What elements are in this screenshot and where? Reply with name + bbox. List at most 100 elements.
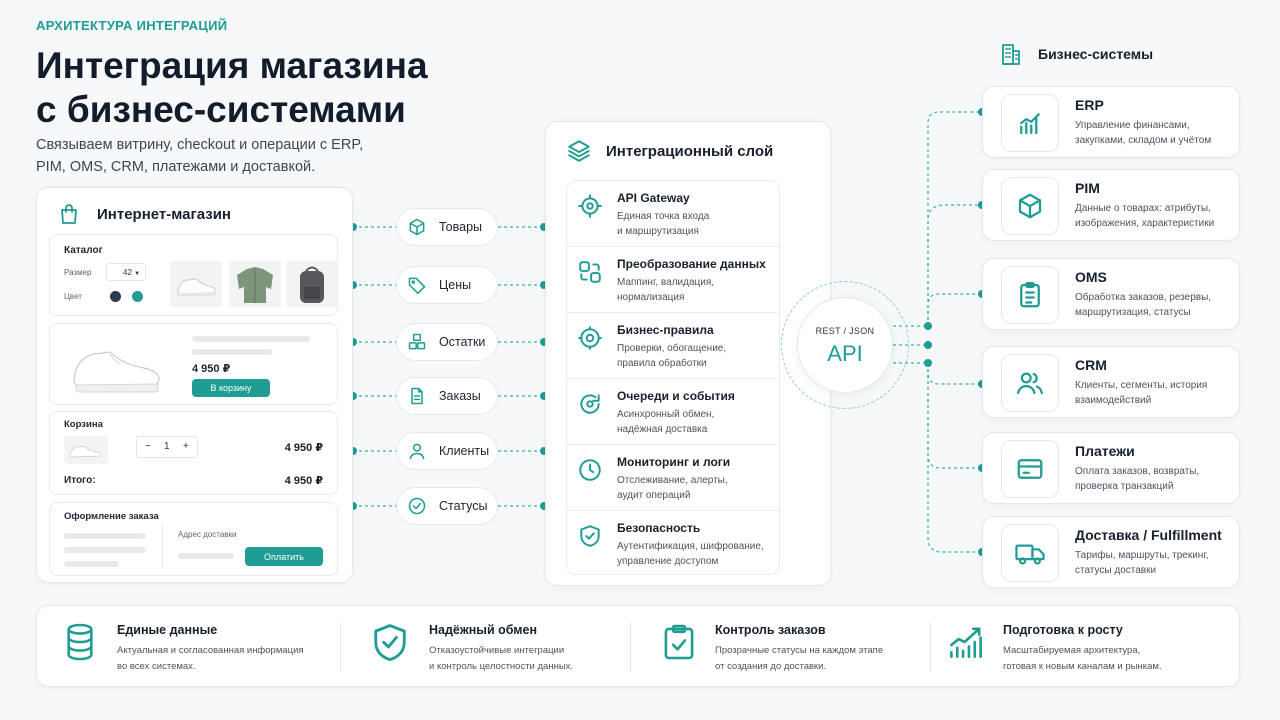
flow-pill-label: Заказы (439, 389, 481, 403)
clipboard-check-icon (663, 622, 695, 662)
truck-icon (1001, 524, 1059, 582)
layer-item-title: Мониторинг и логи (617, 455, 731, 469)
page-title: Интеграция магазина с бизнес-системами (36, 44, 496, 132)
tag-icon (407, 275, 427, 295)
catalog-title: Каталог (64, 245, 103, 256)
flow-pill-label: Статусы (439, 499, 488, 513)
layers-icon (566, 138, 592, 164)
system-card-payments: Платежи Оплата заказов, возвраты,проверк… (982, 432, 1240, 504)
flow-pill-stock: Остатки (396, 323, 498, 361)
growth-chart-icon (947, 622, 985, 662)
product-thumb-backpack[interactable] (286, 261, 338, 307)
page-title-line: Интеграция магазина (36, 45, 428, 86)
desc-line: Проверки, обогащение, (617, 343, 727, 354)
desc-line: от создания до доставки. (715, 661, 827, 672)
database-icon (63, 622, 97, 662)
cube-icon (407, 217, 427, 237)
vertical-divider (162, 525, 163, 569)
crosshair-icon (577, 193, 603, 219)
api-protocol: REST / JSON (815, 326, 875, 336)
cart-total-label: Итого: (64, 475, 96, 486)
user-icon (407, 441, 427, 461)
flow-pill-label: Товары (439, 220, 482, 234)
address-input-placeholder[interactable] (178, 553, 234, 559)
api-ring (781, 281, 909, 409)
product-thumb-jacket[interactable] (229, 261, 281, 307)
layer-item-security: Безопасность Аутентификация, шифрование,… (567, 511, 781, 577)
transform-icon (577, 259, 603, 285)
desc-line: Масштабируемая архитектура, (1003, 645, 1141, 656)
desc-line: Клиенты, сегменты, история (1075, 380, 1208, 391)
benefit-title: Контроль заказов (715, 623, 826, 637)
layer-item-desc: Проверки, обогащение, правила обработки (617, 341, 782, 371)
quantity-value: 1 (164, 441, 170, 452)
layer-item-title: Безопасность (617, 521, 701, 535)
connector-dot (540, 281, 548, 289)
system-title: PIM (1075, 180, 1100, 196)
flow-pill-prices: Цены (396, 266, 498, 304)
title-placeholder (192, 336, 310, 342)
desc-line: взаимодействий (1075, 395, 1152, 406)
system-card-delivery: Доставка / Fulfillment Тарифы, маршруты,… (982, 516, 1240, 588)
layer-item-title: Преобразование данных (617, 257, 766, 271)
page-subtitle: Связываем витрину, checkout и операции с… (36, 134, 366, 178)
layer-item-queues: Очереди и события Асинхронный обмен,надё… (567, 379, 781, 445)
cart-total-value: 4 950 ₽ (284, 475, 323, 487)
decrease-quantity-button[interactable]: − (145, 441, 151, 452)
system-desc: Тарифы, маршруты, трекинг,статусы достав… (1075, 548, 1235, 578)
desc-line: маршрутизация, статусы (1075, 307, 1191, 318)
connector-dot (924, 322, 932, 330)
size-select[interactable]: 42 ▼ (106, 263, 146, 281)
business-systems-header: Бизнес-системы (1000, 42, 1153, 66)
desc-line: и маршрутизация (617, 226, 699, 237)
layer-item-desc: Аутентификация, шифрование, управление до… (617, 539, 782, 569)
layer-item-title: Очереди и события (617, 389, 735, 403)
address-label: Адрес доставки (178, 530, 237, 539)
color-swatch-navy[interactable] (110, 291, 121, 302)
desc-line: закупками, складом и учётом (1075, 135, 1212, 146)
desc-line: Прозрачные статусы на каждом этапе (715, 645, 884, 656)
connector-dot (349, 338, 357, 346)
desc-line: правила обработки (617, 358, 707, 369)
store-header: Интернет-магазин (57, 202, 231, 226)
checkout-field-placeholder (64, 533, 146, 539)
integration-layer-card: Интеграционный слой API Gateway Единая т… (545, 121, 831, 586)
increase-quantity-button[interactable]: + (183, 441, 189, 452)
desc-line: статусы доставки (1075, 565, 1157, 576)
desc-line: управление доступом (617, 556, 719, 567)
desc-line: Единая точка входа (617, 211, 710, 222)
connector-dot (349, 447, 357, 455)
desc-line: во всех системах. (117, 661, 196, 672)
system-desc: Обработка заказов, резервы,маршрутизация… (1075, 290, 1235, 320)
product-thumb-sneaker[interactable] (170, 261, 222, 307)
benefit-divider (930, 622, 931, 672)
clock-icon (577, 457, 603, 483)
benefit-title: Подготовка к росту (1003, 623, 1123, 637)
cart-panel: Корзина − 1 + 4 950 ₽ Итого: 4 950 ₽ (49, 411, 338, 495)
layer-item-desc: Асинхронный обмен,надёжная доставка (617, 407, 782, 437)
desc-line: Данные о товарах: атрибуты, (1075, 203, 1211, 214)
pay-button[interactable]: Оплатить (245, 547, 323, 566)
color-swatch-teal[interactable] (132, 291, 143, 302)
desc-line: Аутентификация, шифрование, (617, 541, 764, 552)
check-circle-icon (407, 496, 427, 516)
api-label: API (827, 341, 863, 366)
desc-line: и контроль целостности данных. (429, 661, 574, 672)
add-to-cart-button[interactable]: В корзину (192, 379, 270, 397)
desc-line: Асинхронный обмен, (617, 409, 715, 420)
product-image-sneaker (66, 328, 170, 402)
product-price: 4 950 ₽ (192, 363, 231, 375)
clipboard-list-icon (1001, 266, 1059, 324)
system-card-pim: PIM Данные о товарах: атрибуты,изображен… (982, 169, 1240, 241)
integration-layer-title: Интеграционный слой (606, 142, 774, 160)
cart-title: Корзина (64, 419, 103, 430)
connector-dot (349, 223, 357, 231)
benefit-growth: Подготовка к росту Масштабируемая архите… (947, 606, 1227, 688)
subtitle-placeholder (192, 349, 272, 355)
layer-item-desc: Маппинг, валидация,нормализация (617, 275, 782, 305)
